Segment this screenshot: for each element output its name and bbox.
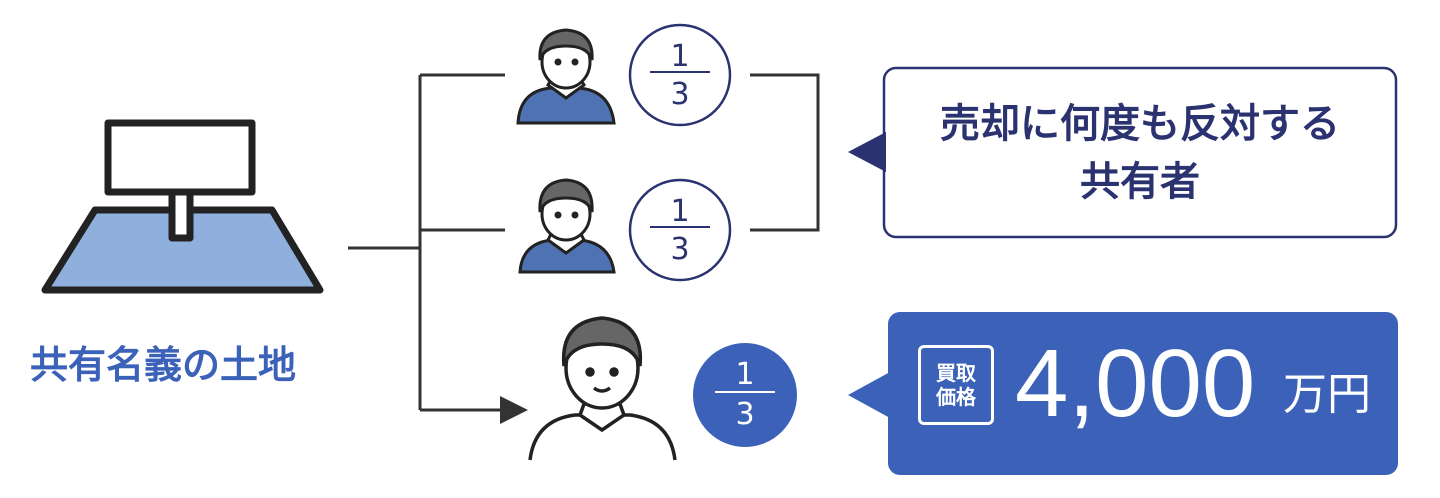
share-numerator: 1: [670, 194, 690, 229]
badge-line2: 価格: [936, 385, 976, 409]
callout-line1: 売却に何度も反対する: [940, 100, 1340, 147]
person-icon: [516, 28, 616, 125]
callout-price: [848, 312, 1398, 475]
arrow-head-icon: [500, 396, 528, 424]
badge-line1: 買取: [936, 361, 976, 385]
share-circle: [628, 23, 732, 127]
price-amount: 4,000: [1015, 330, 1256, 437]
callout-opposing: [848, 66, 1398, 239]
share-denominator: 3: [735, 397, 755, 432]
callout-opposing-text: 売却に何度も反対する 共有者: [884, 68, 1396, 237]
land-sign-icon: [41, 119, 324, 294]
share-numerator: 1: [670, 39, 690, 74]
share-circle: [628, 178, 732, 282]
person-icon: [518, 178, 616, 274]
share-circle: [693, 343, 797, 447]
price-badge: 買取 価格: [918, 345, 994, 425]
price-unit: 万円: [1283, 369, 1371, 420]
connector-lines: [348, 73, 820, 412]
share-denominator: 3: [670, 232, 690, 267]
land-label: 共有名義の土地: [30, 343, 297, 387]
share-numerator: 1: [735, 357, 755, 392]
share-denominator: 3: [670, 77, 690, 112]
callout-line2: 共有者: [1080, 158, 1200, 205]
person-icon: [528, 316, 677, 461]
